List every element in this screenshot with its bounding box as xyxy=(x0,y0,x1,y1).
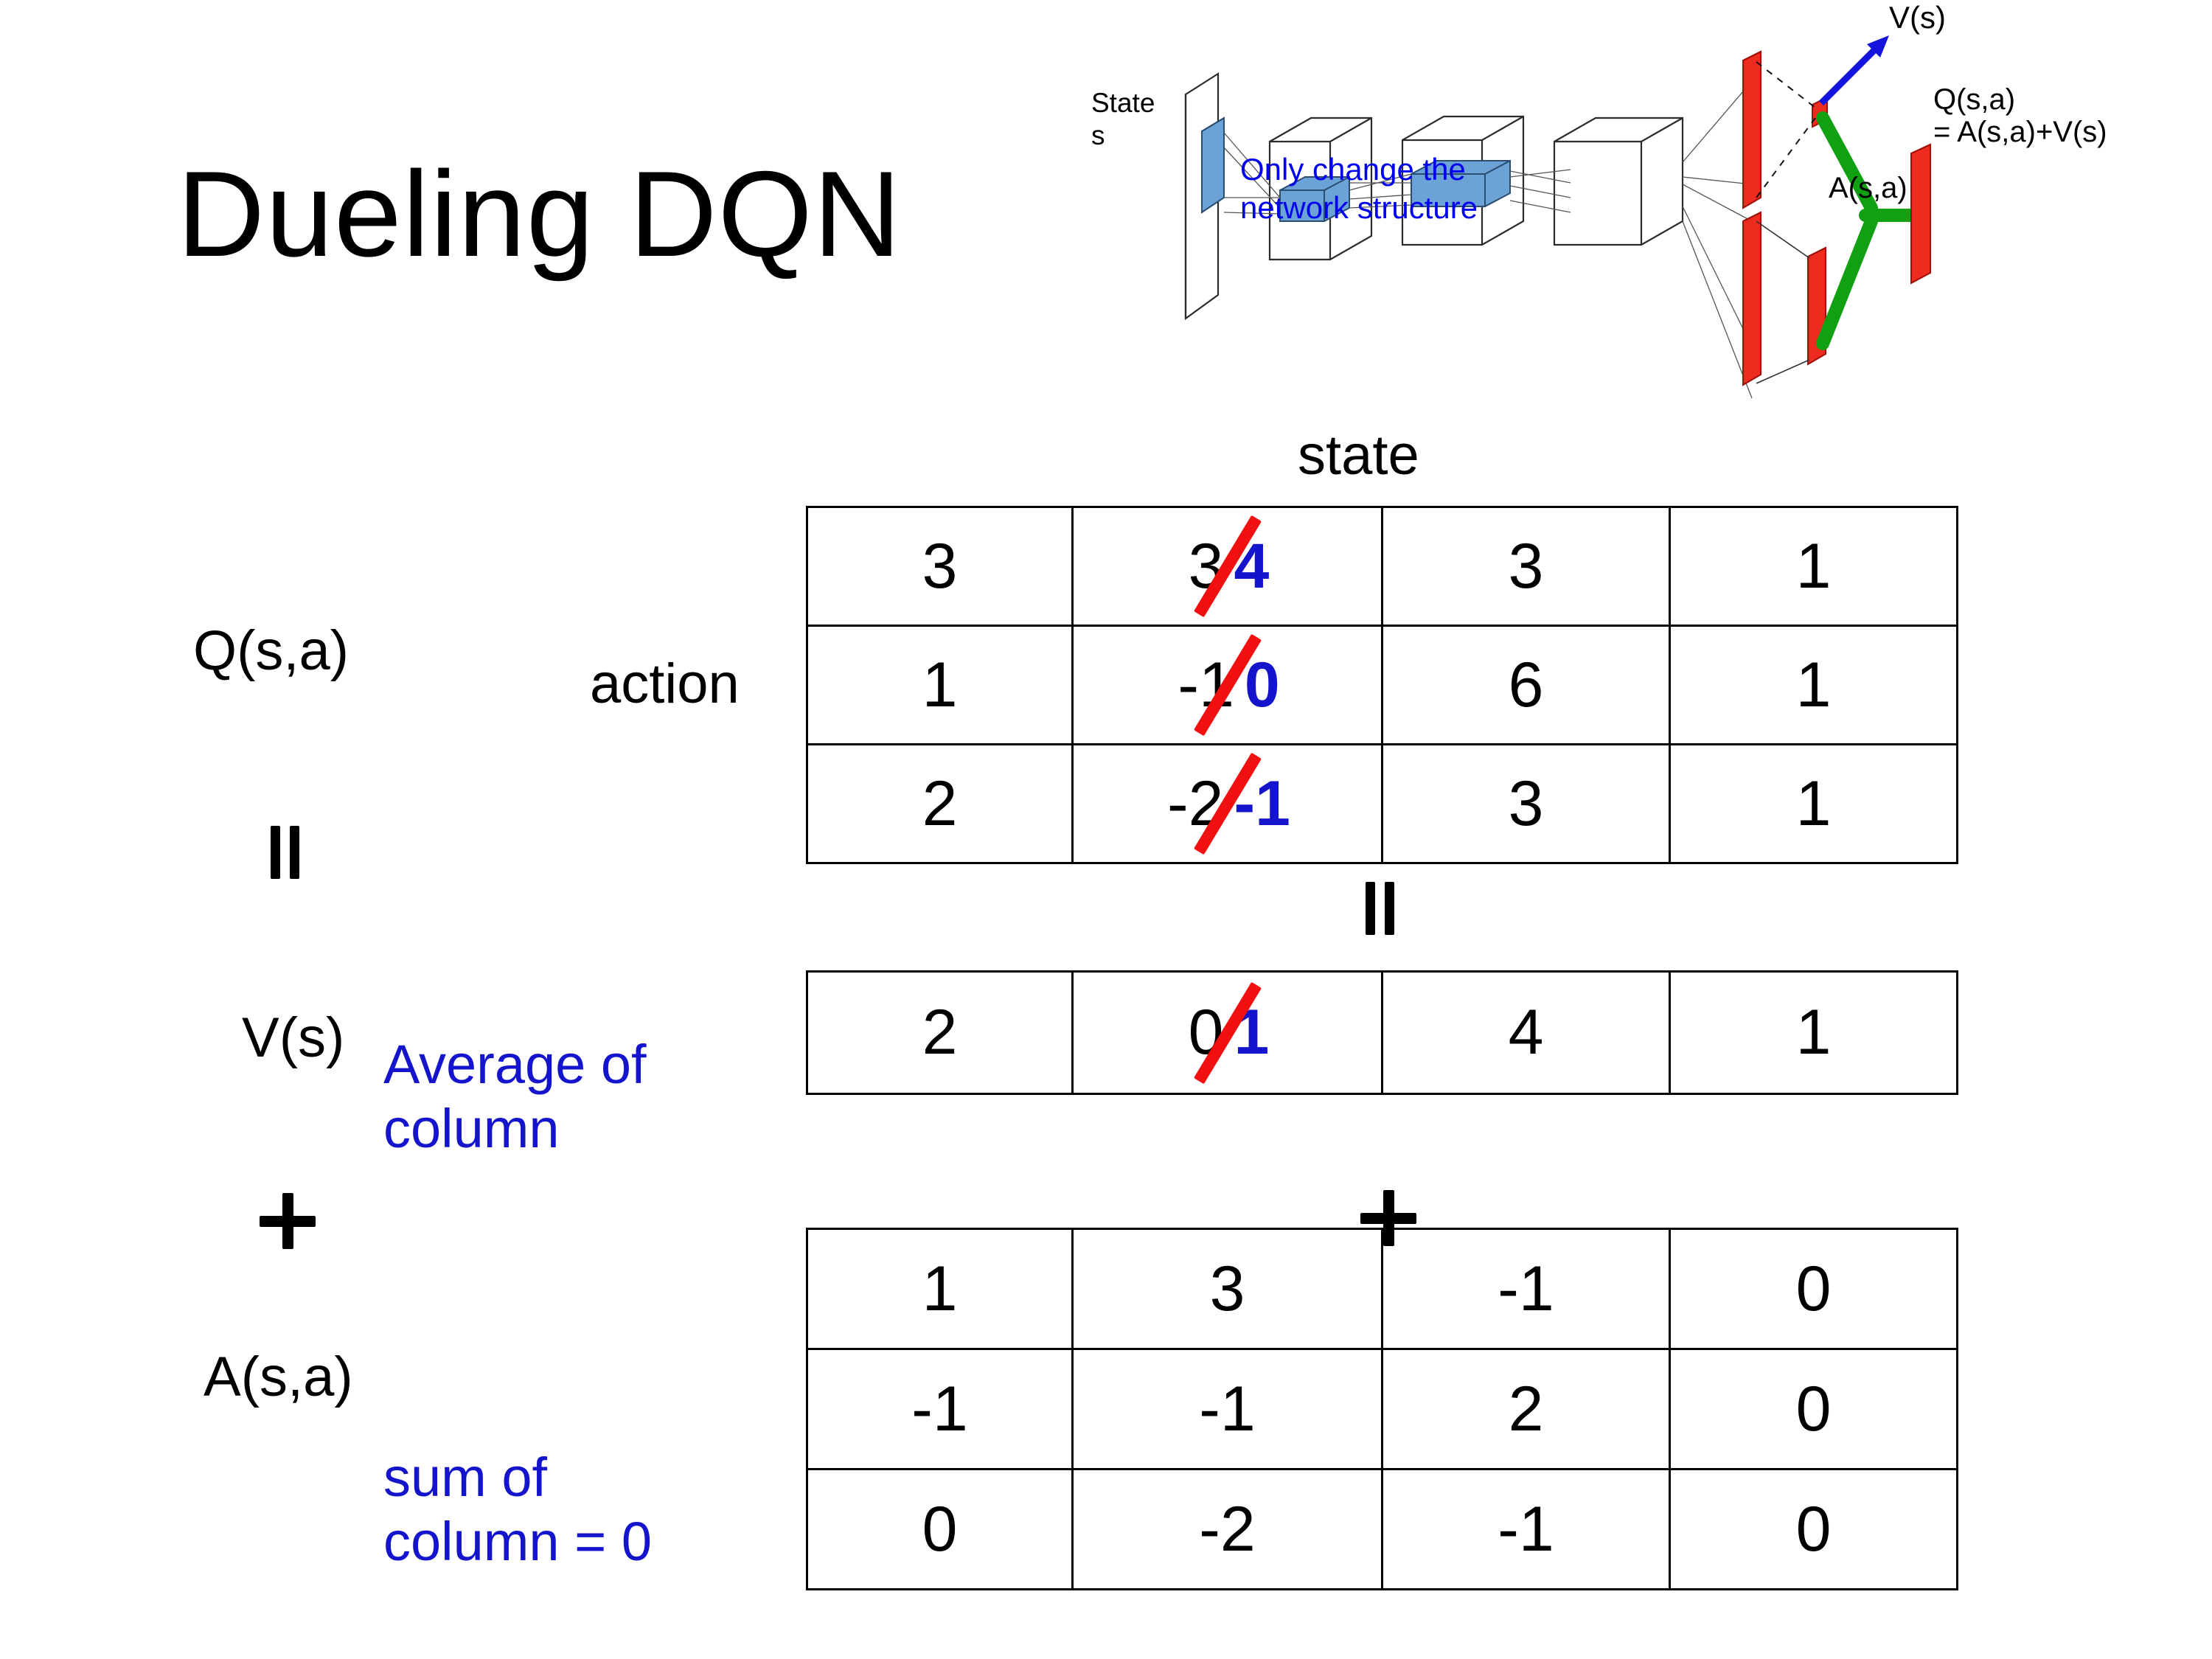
old-value: 0 xyxy=(1188,997,1224,1068)
table-row: 2 0 1 4 1 xyxy=(806,970,1958,1095)
revised-value: -2 -1 xyxy=(1164,752,1290,855)
diagram-state-label-line2: s xyxy=(1091,120,1105,150)
q-cell-r2c2[interactable]: 3 xyxy=(1381,743,1671,864)
revised-value: -1 0 xyxy=(1175,633,1280,737)
diagram-note-line2: network structure xyxy=(1240,190,1478,225)
table-row: 3 3 4 3 1 xyxy=(806,506,1958,627)
a-cell-r1c1[interactable]: -1 xyxy=(1071,1348,1383,1470)
a-cell-r0c3[interactable]: 0 xyxy=(1669,1228,1958,1350)
v-table: 2 0 1 4 1 xyxy=(806,970,1958,1095)
table-row: 1 -1 0 6 1 xyxy=(806,625,1958,745)
q-cell-r1c3[interactable]: 1 xyxy=(1669,625,1958,745)
q-table: 3 3 4 3 1 1 -1 0 6 1 xyxy=(806,506,1958,864)
a-cell-r2c2[interactable]: -1 xyxy=(1381,1468,1671,1590)
new-value: -1 xyxy=(1234,768,1290,839)
equals-stroke xyxy=(1366,882,1375,935)
equals-stroke xyxy=(1385,882,1394,935)
revised-value: 0 1 xyxy=(1186,981,1270,1084)
q-cell-r1c1[interactable]: -1 0 xyxy=(1071,625,1383,745)
old-value: 3 xyxy=(1188,530,1224,602)
q-cell-r1c2[interactable]: 6 xyxy=(1381,625,1671,745)
old-value: -2 xyxy=(1167,768,1224,839)
sum-note-line2: column = 0 xyxy=(383,1511,653,1573)
diagram-v-output-label: V(s) xyxy=(1889,0,1946,35)
table-row: 2 -2 -1 3 1 xyxy=(806,743,1958,864)
q-function-label: Q(s,a) xyxy=(193,619,349,682)
new-value: 0 xyxy=(1244,649,1280,720)
a-cell-r1c2[interactable]: 2 xyxy=(1381,1348,1671,1470)
a-cell-r1c3[interactable]: 0 xyxy=(1669,1348,1958,1470)
a-function-label: A(s,a) xyxy=(204,1346,353,1408)
a-table: 1 3 -1 0 -1 -1 2 0 0 -2 -1 0 xyxy=(806,1228,1958,1590)
a-cell-r0c2[interactable]: -1 xyxy=(1381,1228,1671,1350)
q-cell-r2c0[interactable]: 2 xyxy=(806,743,1074,864)
table-row: 1 3 -1 0 xyxy=(806,1228,1958,1350)
equals-sign-left xyxy=(271,826,299,879)
average-note-line2: column xyxy=(383,1098,560,1160)
average-of-column-note: Average of column xyxy=(383,1032,647,1161)
a-cell-r2c0[interactable]: 0 xyxy=(806,1468,1074,1590)
a-cell-r1c0[interactable]: -1 xyxy=(806,1348,1074,1470)
v-cell-c3[interactable]: 1 xyxy=(1669,970,1958,1095)
dueling-network-diagram: State s V(s) Q(s,a) = A(s,a)+V(s) A(s,a)… xyxy=(1084,0,2212,420)
a-cell-r2c3[interactable]: 0 xyxy=(1669,1468,1958,1590)
q-cell-r2c3[interactable]: 1 xyxy=(1669,743,1958,864)
equals-stroke xyxy=(290,826,299,879)
q-cell-r0c2[interactable]: 3 xyxy=(1381,506,1671,627)
equals-stroke xyxy=(271,826,280,879)
new-value: 4 xyxy=(1234,530,1270,602)
v-function-label: V(s) xyxy=(242,1006,345,1069)
a-cell-r2c1[interactable]: -2 xyxy=(1071,1468,1383,1590)
sum-note-line1: sum of xyxy=(383,1447,548,1508)
v-cell-c1[interactable]: 0 1 xyxy=(1071,970,1383,1095)
table-row: -1 -1 2 0 xyxy=(806,1348,1958,1470)
diagram-q-output-label-line1: Q(s,a) xyxy=(1933,83,2015,116)
q-cell-r0c0[interactable]: 3 xyxy=(806,506,1074,627)
average-note-line1: Average of xyxy=(383,1034,647,1095)
q-cell-r0c3[interactable]: 1 xyxy=(1669,506,1958,627)
a-cell-r0c0[interactable]: 1 xyxy=(806,1228,1074,1350)
state-axis-label: state xyxy=(1298,424,1419,487)
q-cell-r2c1[interactable]: -2 -1 xyxy=(1071,743,1383,864)
plus-sign-left xyxy=(260,1193,316,1249)
equals-sign-middle xyxy=(1366,882,1394,935)
a-cell-r0c1[interactable]: 3 xyxy=(1071,1228,1383,1350)
diagram-note-line1: Only change the xyxy=(1240,152,1466,187)
new-value: 1 xyxy=(1234,997,1270,1068)
diagram-state-label-line1: State xyxy=(1091,88,1155,118)
v-cell-c0[interactable]: 2 xyxy=(806,970,1074,1095)
diagram-q-output-label-line2: = A(s,a)+V(s) xyxy=(1933,116,2107,148)
diagram-a-output-label: A(s,a) xyxy=(1829,172,1907,204)
v-cell-c2[interactable]: 4 xyxy=(1381,970,1671,1095)
q-cell-r0c1[interactable]: 3 4 xyxy=(1071,506,1383,627)
sum-of-column-note: sum of column = 0 xyxy=(383,1445,652,1574)
page-title: Dueling DQN xyxy=(177,146,902,282)
q-cell-r1c0[interactable]: 1 xyxy=(806,625,1074,745)
old-value: -1 xyxy=(1178,649,1234,720)
action-axis-label: action xyxy=(590,653,740,715)
revised-value: 3 4 xyxy=(1186,515,1270,618)
table-row: 0 -2 -1 0 xyxy=(806,1468,1958,1590)
